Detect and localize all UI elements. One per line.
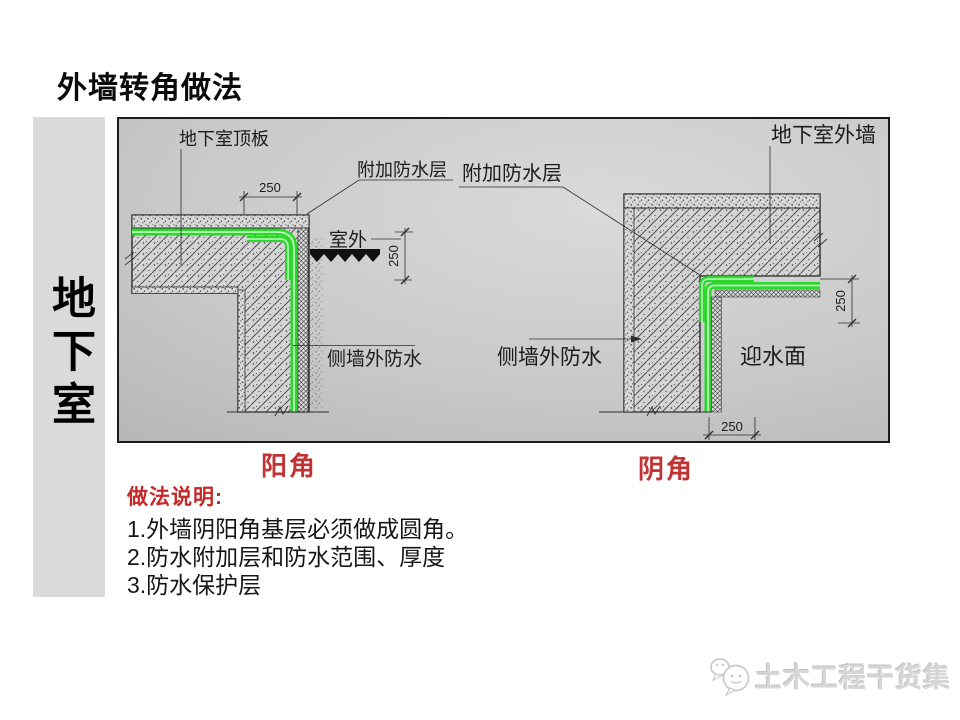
label-extra-waterproof-left: 附加防水层 <box>357 160 447 180</box>
detail-drawings: 地下室顶板 250 附加防水层 室外 250 侧墙外防水 <box>124 124 876 440</box>
page-title: 外墙转角做法 <box>57 72 243 105</box>
notes-item-2: 2.防水附加层和防水范围、厚度 <box>127 544 446 570</box>
detail-left-convex-corner: 地下室顶板 250 附加防水层 室外 250 侧墙外防水 <box>124 129 453 417</box>
label-basement-roof-slab: 地下室顶板 <box>179 129 269 149</box>
notes-item-3: 3.防水保护层 <box>127 572 262 598</box>
method-notes: 做法说明: 1.外墙阴阳角基层必须做成圆角。 2.防水附加层和防水范围、厚度 3… <box>127 481 547 599</box>
leader-arrowhead <box>631 335 642 343</box>
label-outdoor: 室外 <box>329 229 367 251</box>
break-mark-right <box>646 405 661 417</box>
sidebar-section-bar: 地下室 <box>33 117 105 597</box>
protection-layer-crosshatch <box>297 227 309 413</box>
waterproof-membrane-additional-right <box>699 276 754 322</box>
label-sidewall-waterproof-right: 侧墙外防水 <box>497 346 602 369</box>
label-water-facing-side: 迎水面 <box>740 344 806 369</box>
watermark-text: 土木工程干货集 <box>755 662 951 693</box>
waterproof-membrane-additional <box>247 236 291 280</box>
dimension-side-250: 250 <box>386 227 413 285</box>
stipple-strip-top <box>623 193 821 209</box>
notes-heading: 做法说明: <box>127 486 223 509</box>
waterproof-membrane-main <box>132 228 298 412</box>
protection-screed-top <box>131 214 310 229</box>
break-mark-right-edge <box>813 232 828 248</box>
dimension-bottom-250: 250 <box>703 417 761 440</box>
caption-concave-corner: 阴角 <box>638 454 695 484</box>
svg-text:250: 250 <box>721 419 743 434</box>
stipple-strip-left <box>623 207 635 413</box>
break-mark <box>274 405 289 417</box>
notes-item-1: 1.外墙阴阳角基层必须做成圆角。 <box>127 516 469 542</box>
dimension-side-250-right: 250 <box>820 274 860 328</box>
stipple-strip-wall-left <box>237 289 246 413</box>
wechat-logo-icon <box>710 658 750 697</box>
concrete-hatch-right <box>624 194 820 412</box>
watermark: 土木工程干货集 <box>706 651 951 699</box>
backfill-soil-stipple <box>309 237 323 409</box>
detail-right-concave-corner: 地下室外墙 附加防水层 侧墙外防水 迎水面 250 250 <box>459 124 876 440</box>
svg-text:250: 250 <box>386 245 401 267</box>
outdoor-ground-symbol <box>310 249 380 262</box>
waterproof-membrane-main-right <box>704 282 820 412</box>
break-mark-left-edge <box>124 251 135 266</box>
label-sidewall-waterproof-left: 侧墙外防水 <box>327 348 422 370</box>
caption-convex-corner: 阳角 <box>261 451 318 481</box>
stipple-strip-under-slab <box>131 286 239 294</box>
concrete-hatch <box>132 215 309 412</box>
dimension-top-250: 250 <box>239 180 302 214</box>
svg-text:250: 250 <box>833 290 848 312</box>
protection-layer-crosshatch-right <box>711 289 821 413</box>
svg-text:250: 250 <box>259 180 281 195</box>
label-extra-waterproof-right: 附加防水层 <box>462 162 562 185</box>
sidebar-section-label: 地下室 <box>45 275 94 434</box>
diagram-panel: 地下室顶板 250 附加防水层 室外 250 侧墙外防水 <box>117 117 890 443</box>
leader-extra-waterproof-right <box>459 186 701 276</box>
label-basement-exterior-wall: 地下室外墙 <box>771 124 876 147</box>
leader-extra-waterproof-left <box>306 179 453 215</box>
